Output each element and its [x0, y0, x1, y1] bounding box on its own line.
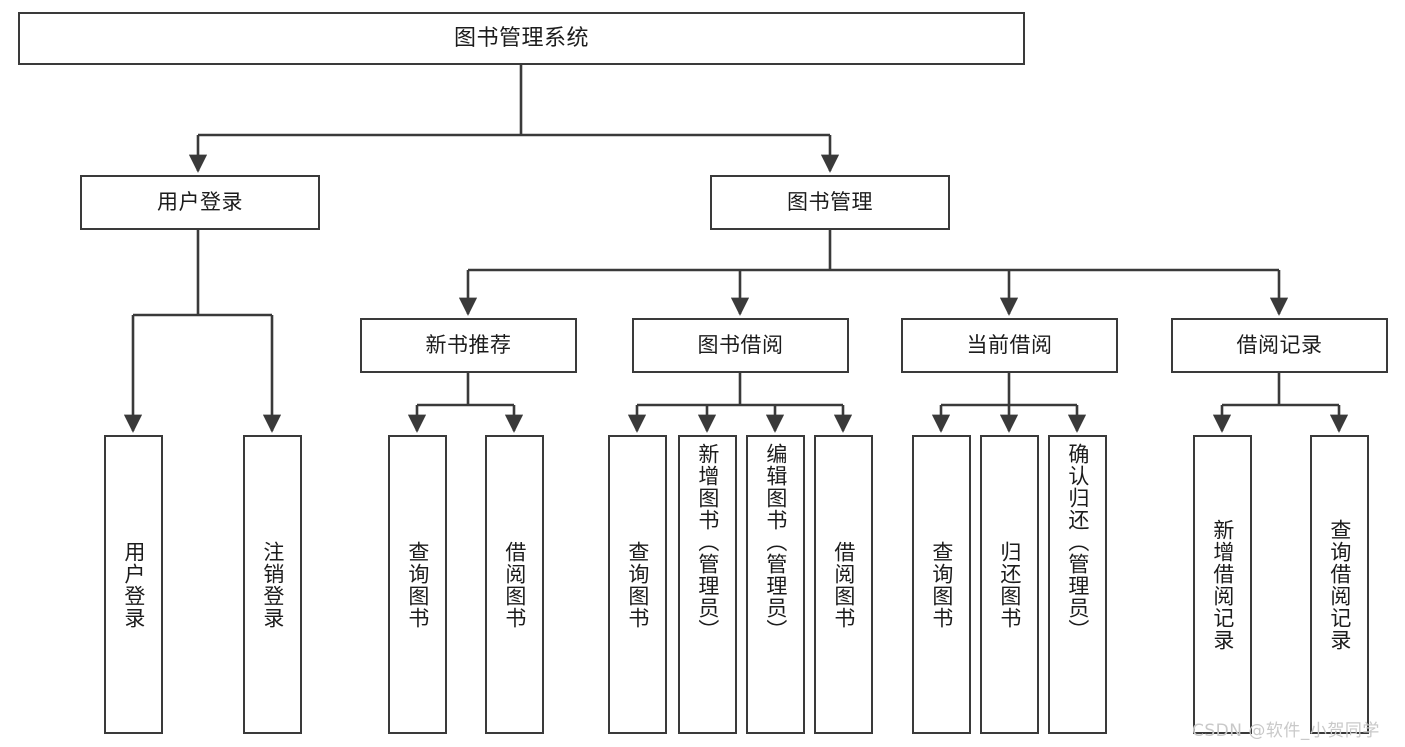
- node-label: 编辑图书（管理员）: [763, 443, 788, 641]
- node-book-management[interactable]: 图书管理: [710, 175, 950, 230]
- node-label: 确认归还（管理员）: [1065, 443, 1090, 641]
- leaf-borrow-borrow-book[interactable]: 借阅图书: [814, 435, 873, 734]
- node-new-book-recommend[interactable]: 新书推荐: [360, 318, 577, 373]
- node-label: 图书借阅: [697, 333, 784, 358]
- node-label: 借阅记录: [1236, 333, 1323, 358]
- node-label: 图书管理系统: [453, 25, 589, 51]
- node-label: 图书管理: [787, 190, 873, 215]
- leaf-new-book-borrow[interactable]: 借阅图书: [485, 435, 544, 734]
- node-label: 当前借阅: [966, 333, 1053, 358]
- node-root-system[interactable]: 图书管理系统: [18, 12, 1025, 65]
- leaf-borrow-query-book[interactable]: 查询图书: [608, 435, 667, 734]
- node-book-borrow[interactable]: 图书借阅: [632, 318, 849, 373]
- node-label: 新书推荐: [425, 333, 512, 358]
- node-label: 借阅图书: [831, 540, 856, 629]
- node-label: 归还图书: [997, 540, 1022, 629]
- node-label: 新增借阅记录: [1210, 518, 1235, 651]
- leaf-current-return-book[interactable]: 归还图书: [980, 435, 1039, 734]
- node-user-login[interactable]: 用户登录: [80, 175, 320, 230]
- node-label: 注销登录: [260, 540, 285, 629]
- node-label: 借阅图书: [502, 540, 527, 629]
- node-label: 查询图书: [929, 540, 954, 629]
- leaf-current-confirm-return[interactable]: 确认归还（管理员）: [1048, 435, 1107, 734]
- node-label: 查询图书: [405, 540, 430, 629]
- node-label: 用户登录: [157, 190, 243, 215]
- node-label: 用户登录: [121, 540, 146, 629]
- node-label: 查询图书: [625, 540, 650, 629]
- leaf-borrow-edit-book[interactable]: 编辑图书（管理员）: [746, 435, 805, 734]
- leaf-new-book-query[interactable]: 查询图书: [388, 435, 447, 734]
- leaf-user-login[interactable]: 用户登录: [104, 435, 163, 734]
- node-label: 查询借阅记录: [1327, 518, 1352, 651]
- csdn-watermark: CSDN @软件_小贺同学: [1192, 721, 1380, 741]
- leaf-borrow-add-book[interactable]: 新增图书（管理员）: [678, 435, 737, 734]
- leaf-record-add[interactable]: 新增借阅记录: [1193, 435, 1252, 734]
- node-current-borrow[interactable]: 当前借阅: [901, 318, 1118, 373]
- leaf-record-query[interactable]: 查询借阅记录: [1310, 435, 1369, 734]
- node-label: 新增图书（管理员）: [695, 443, 720, 641]
- leaf-user-logout[interactable]: 注销登录: [243, 435, 302, 734]
- leaf-current-query-book[interactable]: 查询图书: [912, 435, 971, 734]
- node-borrow-record[interactable]: 借阅记录: [1171, 318, 1388, 373]
